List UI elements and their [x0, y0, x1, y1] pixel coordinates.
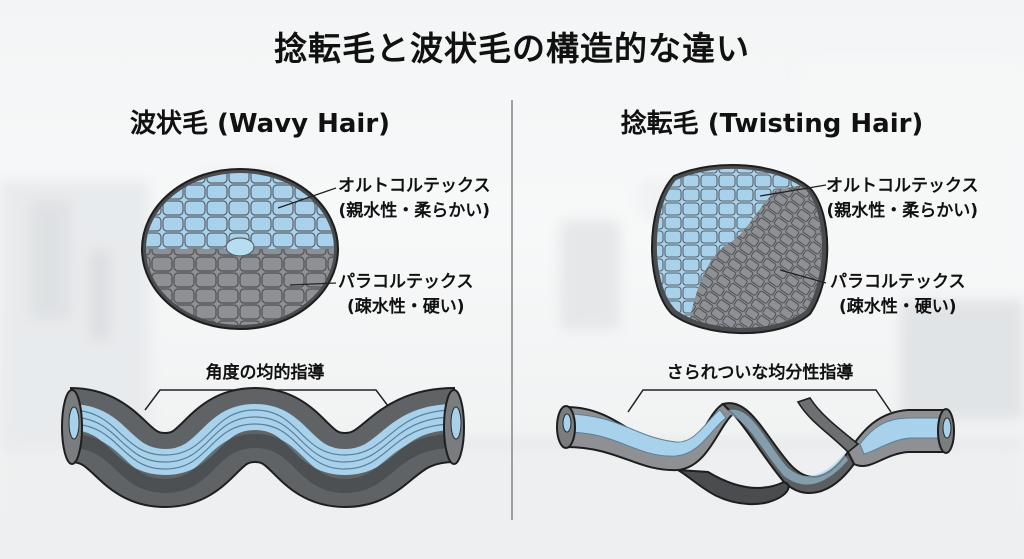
left-wave-label: 角度の均的指導 — [205, 363, 325, 383]
left-para-sub: (疎水性・硬い) — [346, 297, 465, 317]
right-wave-label: さられついな均分性指導 — [666, 363, 854, 383]
right-ortho-label: オルトコルテックス (親水性・柔らかい) — [826, 174, 979, 224]
right-para-label: パラコルテックス (疎水性・硬い) — [830, 270, 966, 320]
left-para-title: パラコルテックス — [338, 272, 474, 292]
twisting-hair-heading: 捻転毛 (Twisting Hair) — [620, 109, 924, 139]
right-para-sub: (疎水性・硬い) — [838, 297, 957, 317]
medulla — [225, 237, 255, 257]
right-ortho-sub: (親水性・柔らかい) — [826, 201, 979, 221]
left-ortho-label: オルトコルテックス (親水性・柔らかい) — [338, 174, 491, 224]
left-para-label: パラコルテックス (疎水性・硬い) — [338, 270, 474, 320]
right-para-title: パラコルテックス — [830, 272, 966, 292]
right-ortho-title: オルトコルテックス — [826, 176, 979, 196]
left-ortho-sub: (親水性・柔らかい) — [338, 201, 491, 221]
twisting-hair-cross-section — [651, 163, 829, 335]
panel-divider — [511, 100, 513, 520]
wavy-hair-heading: 波状毛 (Wavy Hair) — [129, 109, 391, 139]
wavy-hair-strand — [61, 386, 465, 509]
twisting-hair-strand — [556, 397, 955, 506]
page-title: 捻転毛と波状毛の構造的な違い — [274, 29, 750, 68]
wavy-hair-cross-section — [141, 168, 339, 330]
left-ortho-title: オルトコルテックス — [338, 176, 491, 196]
